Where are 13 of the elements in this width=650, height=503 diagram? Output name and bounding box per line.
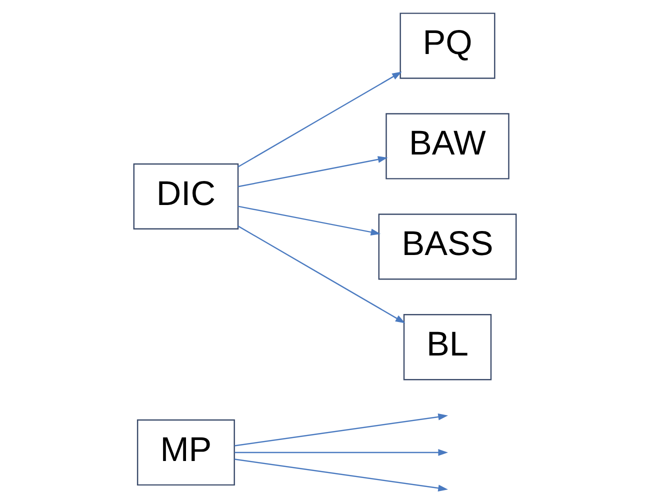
arrow xyxy=(238,206,381,236)
node-box: BAW xyxy=(386,113,510,180)
node-box: BL xyxy=(403,314,492,380)
arrow xyxy=(238,226,406,324)
node-box: MP xyxy=(136,419,235,486)
node-box: DIC xyxy=(133,163,239,230)
node-box: BASS xyxy=(378,214,517,280)
arrow xyxy=(234,449,448,456)
arrow xyxy=(238,72,402,168)
node-box: PQ xyxy=(400,12,496,79)
arrow xyxy=(238,156,388,188)
arrow xyxy=(234,458,448,492)
arrow xyxy=(234,413,448,446)
